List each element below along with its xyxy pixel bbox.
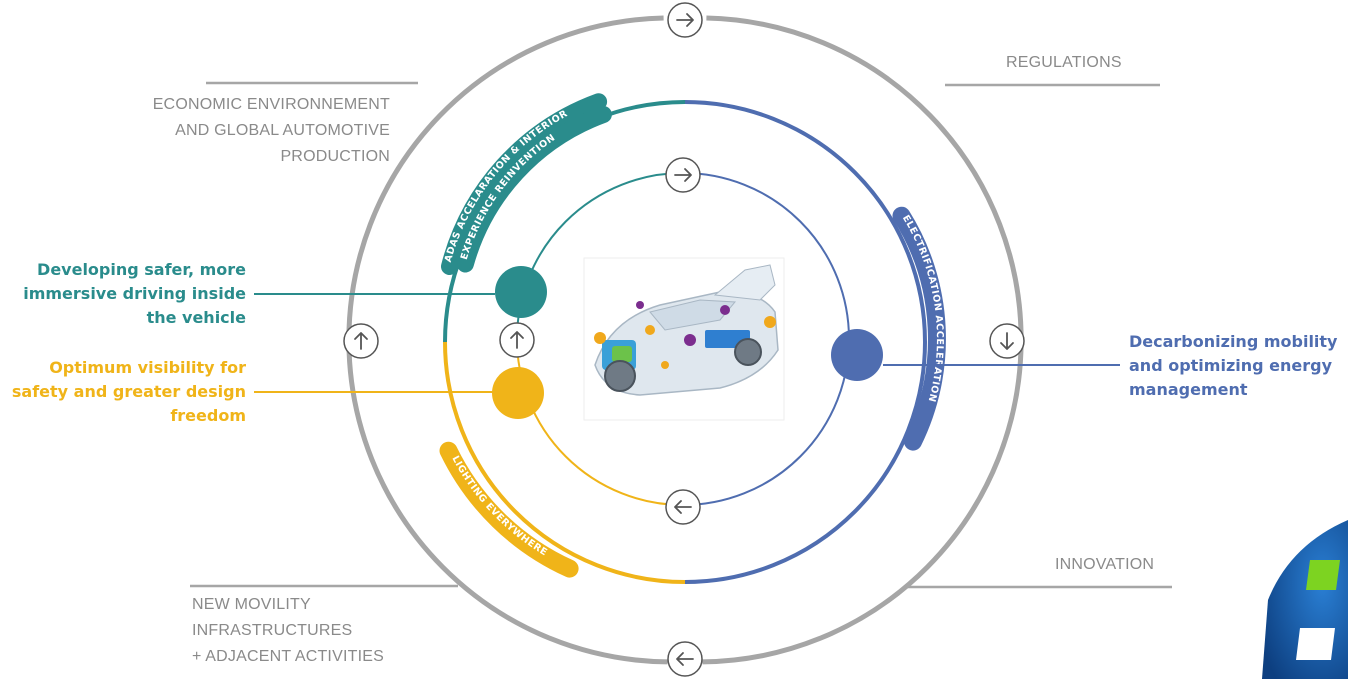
economic-environment-label: ECONOMIC ENVIRONNEMENT AND GLOBAL AUTOMO… — [152, 96, 390, 165]
car-cutaway-image — [583, 257, 785, 421]
inner-bottom-arrow-left-icon[interactable] — [665, 489, 701, 525]
inner-left-arrow-up-icon[interactable] — [499, 322, 535, 358]
outer-right-arrow-down-icon[interactable] — [989, 323, 1025, 359]
adas-theme-label: Developing safer, more immersive driving… — [23, 260, 246, 327]
brand-logo — [1262, 520, 1348, 679]
lighting-theme-label: Optimum visibility for safety and greate… — [11, 358, 246, 425]
lighting-arc-banner: LIGHTING EVERYWHERE — [439, 441, 579, 578]
adas-dot[interactable] — [495, 266, 547, 318]
lighting-arc-label: LIGHTING EVERYWHERE — [449, 454, 548, 558]
lighting-dot[interactable] — [492, 367, 544, 419]
adas-arc-banner: ADAS ACCELARATION & INTERIOR EXPERIENCE … — [441, 93, 612, 275]
regulations-label: REGULATIONS — [1006, 54, 1122, 71]
electrification-dot[interactable] — [831, 329, 883, 381]
inner-top-arrow-right-icon[interactable] — [665, 157, 701, 193]
electrification-theme-label: Decarbonizing mobility and optimizing en… — [1129, 332, 1338, 399]
new-mobility-label: NEW MOVILITY INFRASTRUCTURES + ADJACENT … — [192, 596, 384, 665]
outer-top-arrow-right-icon[interactable] — [667, 2, 703, 38]
outer-left-arrow-up-icon[interactable] — [343, 323, 379, 359]
svg-text:LIGHTING EVERYWHERE: LIGHTING EVERYWHERE — [449, 454, 549, 558]
innovation-label: INNOVATION — [1055, 556, 1155, 573]
outer-bottom-arrow-left-icon[interactable] — [667, 641, 703, 677]
